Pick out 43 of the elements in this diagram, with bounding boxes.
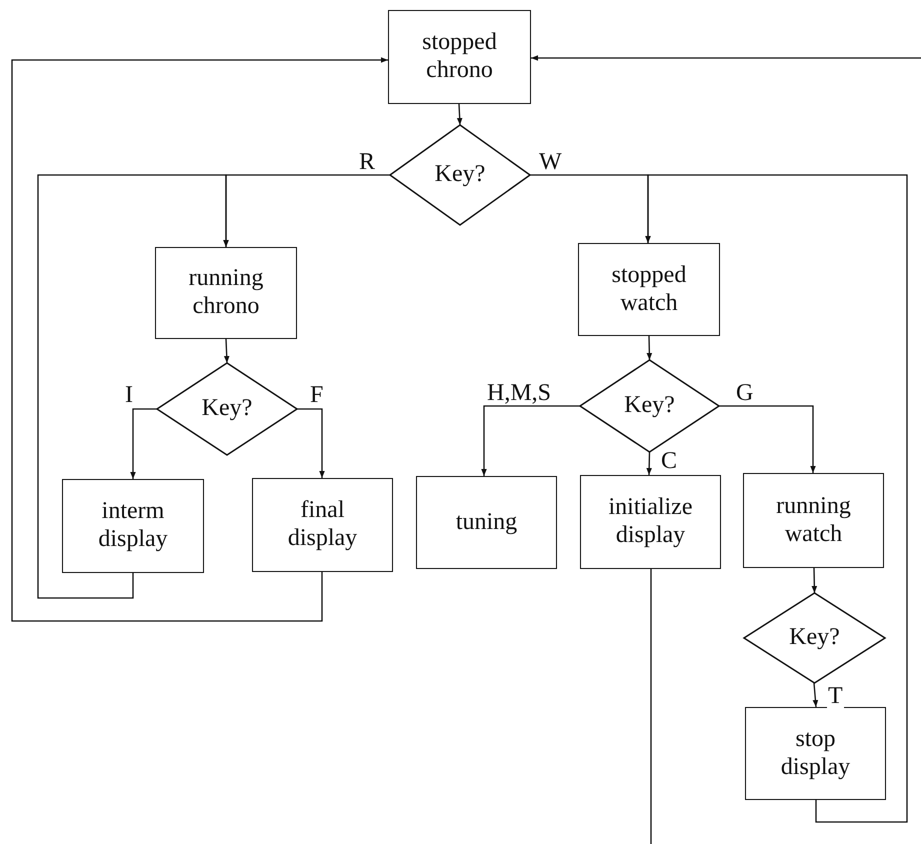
arrow: [645, 174, 908, 823]
process-box: [252, 478, 393, 572]
arrow: [812, 568, 818, 594]
process-text: interm display: [97, 498, 169, 554]
edge-label: T: [827, 684, 844, 708]
process-box: [62, 479, 204, 573]
arrow: [812, 682, 818, 708]
arrow: [37, 174, 229, 599]
process-text: running chrono: [188, 265, 264, 321]
decision-diamond: [157, 363, 297, 455]
process-box: [580, 475, 721, 569]
process-text: tuning: [456, 508, 518, 536]
process-text: final display: [286, 497, 358, 553]
arrow: [531, 55, 921, 61]
process-text: running watch: [775, 492, 852, 548]
decision-diamond: [390, 125, 530, 225]
process-box: [388, 10, 531, 104]
arrow: [719, 405, 816, 473]
decision-diamond: [580, 360, 719, 452]
arrow: [130, 408, 157, 479]
decision-diamond: [744, 593, 885, 683]
arrow: [11, 57, 388, 622]
decision-text: Key?: [434, 161, 486, 189]
process-text: initialize display: [608, 494, 694, 550]
process-box: [578, 243, 720, 336]
decision-text: Key?: [624, 392, 675, 420]
connector-line: [650, 569, 652, 844]
process-box: [155, 247, 297, 339]
process-text: stopped watch: [610, 262, 688, 318]
arrow: [646, 452, 652, 476]
arrow: [481, 405, 580, 476]
arrow: [297, 408, 325, 478]
arrow: [224, 338, 230, 364]
edge-label: H,M,S: [486, 381, 552, 405]
decision-text: Key?: [202, 395, 252, 423]
process-text: stop display: [780, 726, 852, 782]
arrow: [646, 336, 652, 360]
process-box: [743, 473, 884, 568]
process-text: stopped chrono: [421, 29, 498, 85]
process-box: [745, 707, 886, 800]
arrow: [456, 104, 462, 126]
process-box: [416, 476, 557, 569]
decision-text: Key?: [789, 624, 840, 652]
